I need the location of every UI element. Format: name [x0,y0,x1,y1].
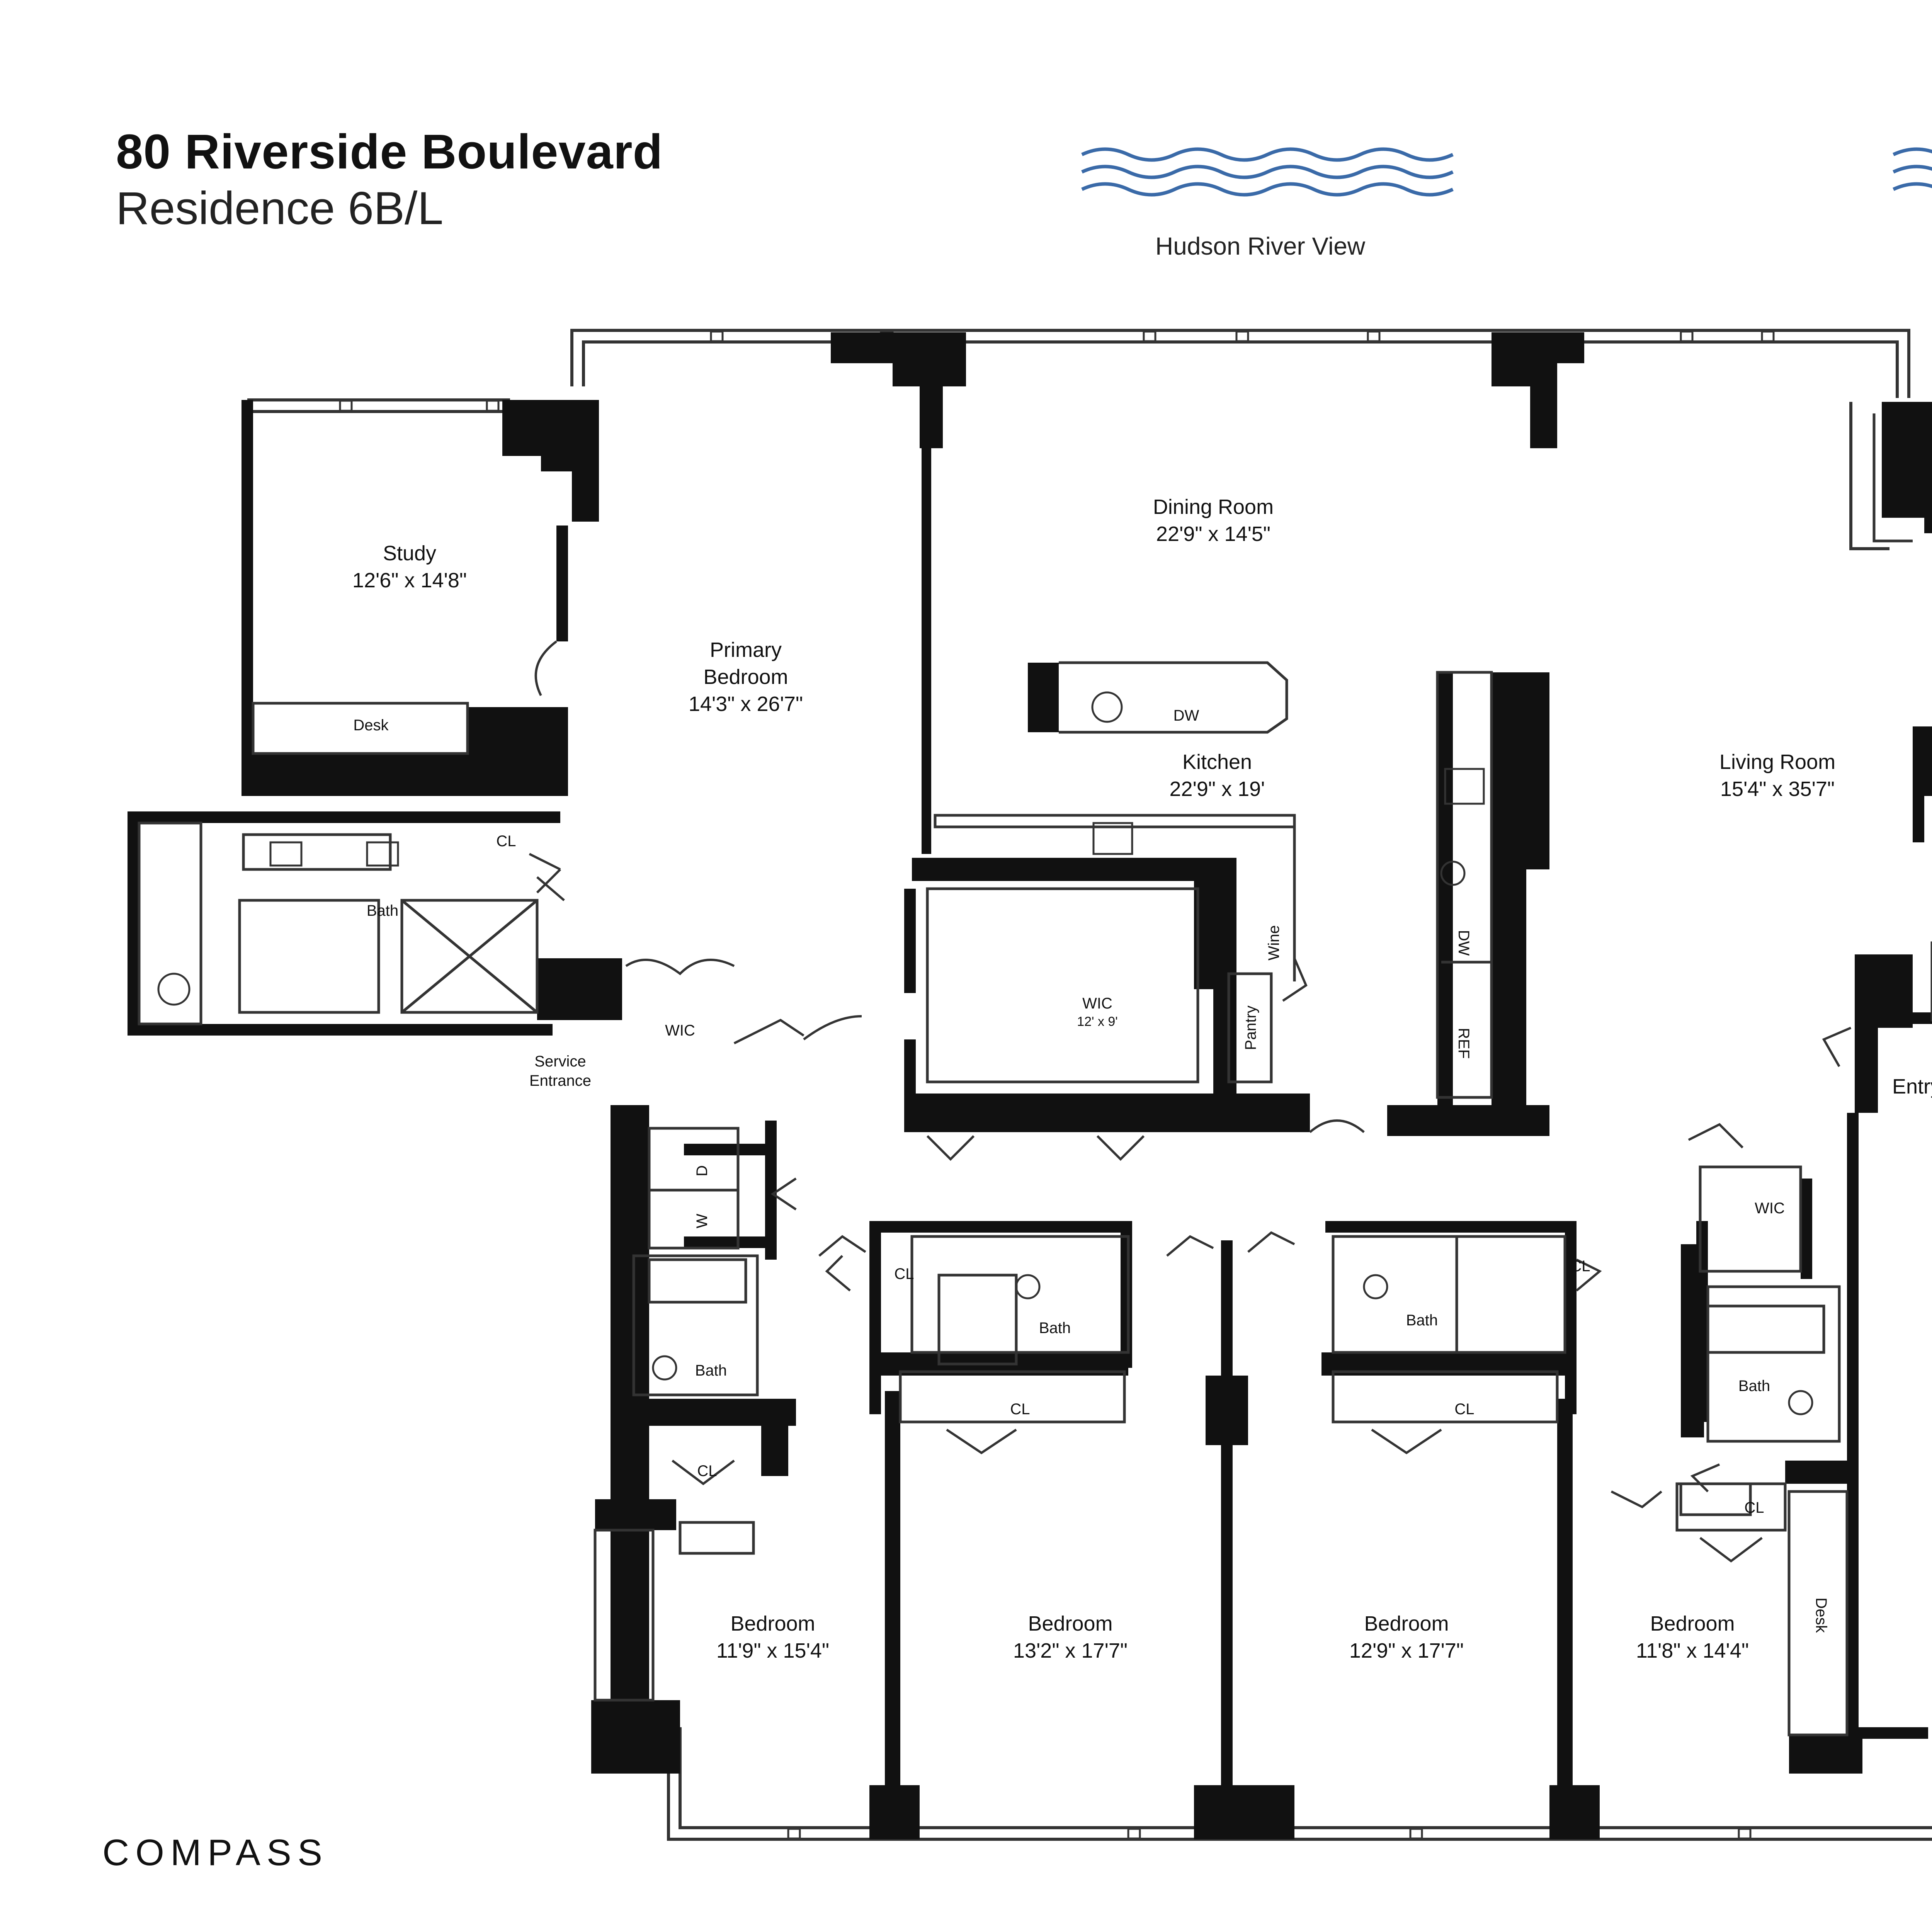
interior-lines [138,413,1932,1736]
wic-main-dims: 12' x 9' [1077,1014,1118,1029]
service-entrance-line1: Service [534,1053,586,1070]
dining-room-label: Dining Room [1153,495,1274,519]
cl-b3a-label: CL [1570,1258,1590,1275]
kitchen-label: Kitchen [1182,750,1252,774]
fixtures [157,691,1813,1415]
bedroom-3-label: Bedroom [1364,1612,1449,1635]
bath-b2-label: Bath [1039,1320,1071,1337]
primary-cl-label: CL [496,833,516,850]
water-waves-icon-right [1893,147,1932,191]
bedroom-1-label: Bedroom [730,1612,815,1635]
bedroom-2-dims: 13'2" x 17'7" [1013,1639,1128,1662]
wine-label: Wine [1265,925,1282,960]
study-desk-label: Desk [353,717,389,734]
bath-b3-label: Bath [1406,1312,1438,1329]
study-label: Study [383,542,436,565]
primary-bedroom-dims: 14'3" x 26'7" [689,692,803,716]
service-wic-label: WIC [665,1022,695,1039]
living-room-dims: 15'4" x 35'7" [1720,777,1835,801]
cl-b2-label: CL [1010,1401,1030,1418]
wic-main-label: WIC [1082,995,1112,1012]
bedroom-1-dims: 11'9" x 15'4" [716,1639,829,1662]
view-label-left: Hudson River View [1155,232,1366,260]
property-title: 80 Riverside Boulevard [116,124,663,179]
desk-w-label: Desk [616,1597,633,1633]
bedroom-4-label: Bedroom [1650,1612,1735,1635]
living-room-label: Living Room [1719,750,1835,774]
primary-bath-label: Bath [367,902,398,919]
exterior-windows [247,329,1932,1841]
island-dw-label: DW [1173,707,1199,724]
dryer-label: D [694,1165,711,1177]
hall-cl2-label: CL [1118,1115,1138,1132]
kitchen-dims: 22'9" x 19' [1170,777,1265,801]
cl-sw-label: CL [697,1463,717,1480]
compass-logo: COMPASS [102,1832,328,1873]
primary-bedroom-label-1: Primary [710,638,782,662]
dining-room-dims: 22'9" x 14'5" [1156,522,1270,546]
door-swings [529,640,1852,1563]
entry-label: Entry [1892,1075,1932,1098]
dw-label: DW [1455,930,1472,956]
study-dims: 12'6" x 14'8" [352,569,467,592]
ref-label: REF [1455,1028,1472,1059]
room-labels: Study 12'6" x 14'8" Desk Primary Bedroom… [352,495,1932,1662]
cl-b2a-label: CL [894,1265,914,1282]
walls [128,332,1932,1839]
bath-sw-label: Bath [695,1362,727,1379]
bath-b4-label: Bath [1738,1378,1770,1395]
bedroom-2-label: Bedroom [1028,1612,1112,1635]
bedroom-3-dims: 12'9" x 17'7" [1349,1639,1464,1662]
hall-cl1-label: CL [948,1115,968,1132]
bedroom-4-dims: 11'8" x 14'4" [1636,1639,1749,1662]
service-entrance-line2: Entrance [529,1072,591,1089]
primary-bedroom-label-2: Bedroom [703,665,788,689]
entry-wic-label: WIC [1755,1200,1785,1217]
residence-subtitle: Residence 6B/L [116,182,444,234]
cl-b3-label: CL [1454,1401,1474,1418]
pantry-label: Pantry [1242,1005,1259,1050]
water-waves-icon-left [1081,147,1454,197]
cl-b4-label: CL [1744,1499,1764,1516]
desk-e-label: Desk [1813,1597,1830,1633]
washer-label: W [694,1214,711,1228]
